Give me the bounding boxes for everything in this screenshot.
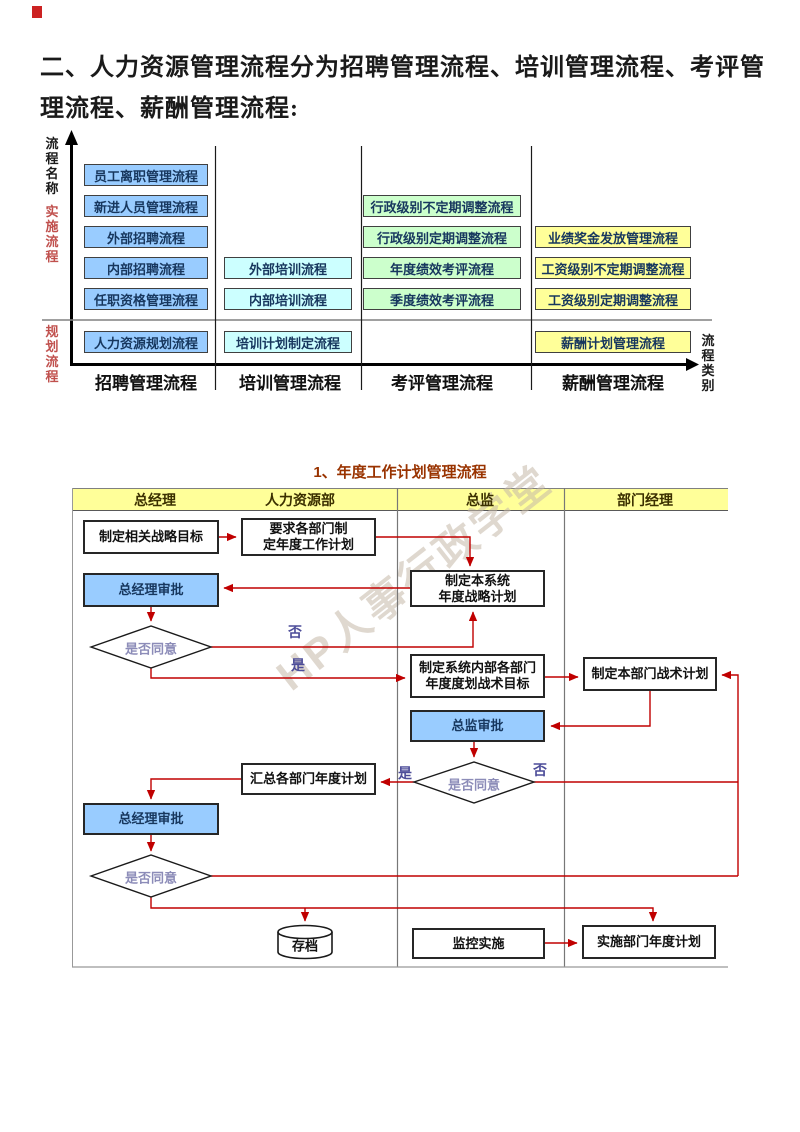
flowchart-title: 1、年度工作计划管理流程 bbox=[313, 464, 487, 481]
matrix-box-external-recruit: 外部招聘流程 bbox=[84, 226, 208, 248]
matrix-group-implementation: 实施流程 bbox=[45, 204, 59, 264]
decision-1-label: 是否同意 bbox=[124, 641, 178, 657]
node-dept-tactical-targets-line2: 年度度划战术目标 bbox=[425, 676, 530, 691]
node-system-strategic-plan-line2: 年度战略计划 bbox=[438, 588, 517, 604]
node-request-depts: 要求各部门制 定年度工作计划 bbox=[241, 518, 376, 556]
matrix-col-label-recruitment: 招聘管理流程 bbox=[95, 374, 197, 393]
matrix-col-label-training: 培训管理流程 bbox=[239, 374, 341, 393]
node-set-strategy: 制定相关战略目标 bbox=[83, 520, 219, 554]
node-monitor: 监控实施 bbox=[412, 928, 545, 959]
node-request-depts-line1: 要求各部门制 bbox=[269, 521, 348, 536]
matrix-box-training-plan: 培训计划制定流程 bbox=[224, 331, 352, 353]
decision-1-shape bbox=[88, 625, 214, 669]
node-dept-tactical-targets: 制定系统内部各部门 年度度划战术目标 bbox=[410, 654, 545, 698]
page-edit-mark bbox=[32, 6, 42, 18]
archive-cylinder-shape bbox=[277, 924, 333, 960]
matrix-box-admin-regular: 行政级别定期调整流程 bbox=[363, 226, 521, 248]
matrix-x-axis-label: 流程类别 bbox=[701, 333, 715, 393]
matrix-y-axis-label: 流程名称 bbox=[45, 136, 59, 196]
node-director-approval: 总监审批 bbox=[410, 710, 545, 742]
node-archive-label: 存档 bbox=[291, 938, 319, 954]
matrix-box-admin-irregular: 行政级别不定期调整流程 bbox=[363, 195, 521, 217]
x-axis-arrow-icon bbox=[686, 358, 699, 371]
matrix-box-internal-recruit: 内部招聘流程 bbox=[84, 257, 208, 279]
node-system-strategic-plan: 制定本系统 年度战略计划 bbox=[410, 570, 545, 607]
node-system-strategic-plan-line1: 制定本系统 bbox=[444, 572, 510, 588]
node-request-depts-line2: 定年度工作计划 bbox=[262, 537, 354, 552]
decision-3-shape bbox=[88, 854, 214, 898]
flow-connectors bbox=[146, 532, 739, 948]
matrix-col-label-compensation: 薪酬管理流程 bbox=[562, 374, 664, 393]
node-gm-approval-2: 总经理审批 bbox=[83, 803, 219, 835]
edge-label-yes-2: 是 bbox=[398, 765, 412, 781]
matrix-col-label-appraisal: 考评管理流程 bbox=[391, 374, 493, 393]
matrix-box-salary-regular: 工资级别定期调整流程 bbox=[535, 288, 691, 310]
edge-label-no-1: 否 bbox=[288, 624, 302, 640]
node-dept-tactical-targets-line1: 制定系统内部各部门 bbox=[418, 660, 536, 675]
decision-2-label: 是否同意 bbox=[447, 777, 501, 793]
decision-2-shape bbox=[411, 761, 537, 804]
matrix-box-external-training: 外部培训流程 bbox=[224, 257, 352, 279]
matrix-box-salary-irregular: 工资级别不定期调整流程 bbox=[535, 257, 691, 279]
matrix-box-quarterly-appraisal: 季度绩效考评流程 bbox=[363, 288, 521, 310]
lane-label-dept-manager: 部门经理 bbox=[617, 492, 673, 508]
swimlane-frame bbox=[72, 488, 728, 968]
matrix-box-bonus: 业绩奖金发放管理流程 bbox=[535, 226, 691, 248]
matrix-axes bbox=[42, 130, 712, 390]
matrix-box-internal-training: 内部培训流程 bbox=[224, 288, 352, 310]
lane-label-director: 总监 bbox=[466, 492, 494, 508]
node-summarize-plans: 汇总各部门年度计划 bbox=[241, 763, 376, 795]
matrix-box-hr-planning: 人力资源规划流程 bbox=[84, 331, 208, 353]
matrix-box-employee-exit: 员工离职管理流程 bbox=[84, 164, 208, 186]
y-axis-arrow-icon bbox=[65, 130, 78, 145]
page-title: 二、人力资源管理流程分为招聘管理流程、培训管理流程、考评管 理流程、薪酬管理流程… bbox=[40, 48, 770, 130]
lane-label-hr-dept: 人力资源部 bbox=[265, 492, 335, 508]
decision-diamonds bbox=[88, 625, 537, 898]
matrix-box-new-staff: 新进人员管理流程 bbox=[84, 195, 208, 217]
matrix-box-qualification: 任职资格管理流程 bbox=[84, 288, 208, 310]
page-title-line2: 理流程、薪酬管理流程: bbox=[40, 96, 299, 122]
node-dept-tactic-plan: 制定本部门战术计划 bbox=[583, 657, 717, 691]
edge-label-yes-1: 是 bbox=[291, 657, 305, 673]
node-implement: 实施部门年度计划 bbox=[582, 925, 716, 959]
edge-label-no-2: 否 bbox=[533, 762, 547, 778]
node-gm-approval-1: 总经理审批 bbox=[83, 573, 219, 607]
matrix-group-planning: 规划流程 bbox=[45, 324, 59, 384]
matrix-box-annual-appraisal: 年度绩效考评流程 bbox=[363, 257, 521, 279]
decision-3-label: 是否同意 bbox=[124, 870, 178, 886]
page-title-line1: 二、人力资源管理流程分为招聘管理流程、培训管理流程、考评管 bbox=[40, 55, 765, 81]
matrix-box-comp-plan: 薪酬计划管理流程 bbox=[535, 331, 691, 353]
lane-label-general-manager: 总经理 bbox=[134, 492, 176, 508]
